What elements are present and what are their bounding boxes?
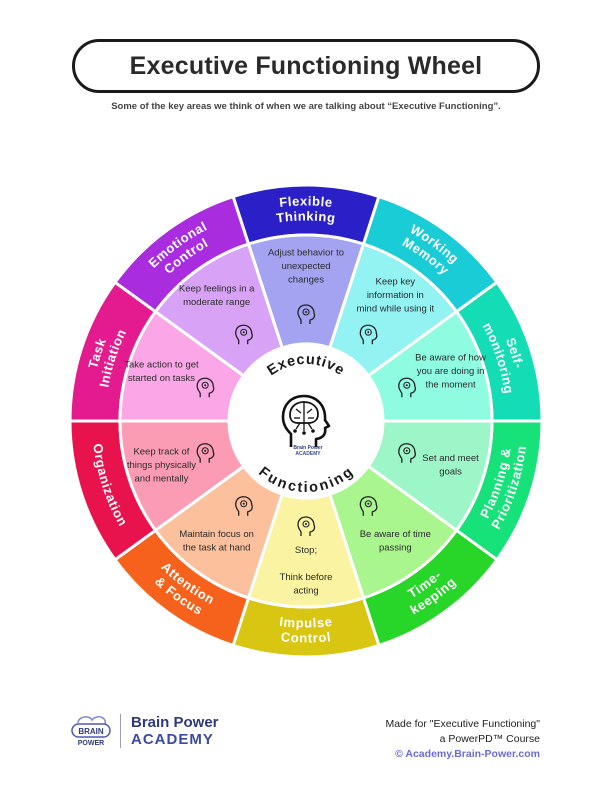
head-heart-icon (235, 324, 253, 345)
brand-logo[interactable]: BRAIN POWER Brain Power ACADEMY (70, 714, 219, 748)
page-title: Executive Functioning Wheel (129, 51, 483, 80)
title-box: Executive Functioning Wheel (72, 39, 540, 93)
logo-bottom-text: POWER (78, 740, 104, 747)
logo-top-text: BRAIN (78, 727, 104, 736)
inner-segment-emotional-control (153, 242, 285, 378)
brand-name-line1: Brain Power (131, 714, 219, 731)
course-text: a PowerPD™ Course (439, 733, 540, 745)
brain-power-badge: BRAIN POWER (70, 714, 112, 748)
center-badge-line1: Brain Power (293, 445, 322, 451)
page-subtitle: Some of the key areas we think of when w… (111, 101, 501, 112)
segment-label: Thinking (276, 209, 337, 226)
brand-separator (120, 714, 121, 748)
made-for-text: Made for "Executive Functioning" (385, 718, 540, 730)
head-flower-icon (398, 377, 416, 398)
head-stop-icon (297, 516, 316, 536)
head-gears-icon (359, 324, 378, 345)
center-hub (230, 345, 382, 497)
checklist-icon (196, 377, 215, 398)
head-target-icon (235, 496, 253, 516)
head-network-icon (196, 443, 215, 463)
academy-link[interactable]: © Academy.Brain-Power.com (395, 748, 540, 760)
footer-credits: Made for "Executive Functioning" a Power… (385, 717, 540, 762)
segment-label: Flexible (279, 194, 334, 211)
head-lightning-icon (297, 304, 316, 324)
head-circuit-brain-icon (281, 394, 331, 447)
segment-label: Control (280, 630, 332, 646)
center-badge-line2: ACADEMY (295, 451, 321, 457)
brand-name-line2: ACADEMY (131, 731, 214, 748)
head-clock-icon (359, 496, 378, 516)
segment-label: Impulse (279, 614, 334, 631)
calendar-check-icon (398, 443, 416, 463)
